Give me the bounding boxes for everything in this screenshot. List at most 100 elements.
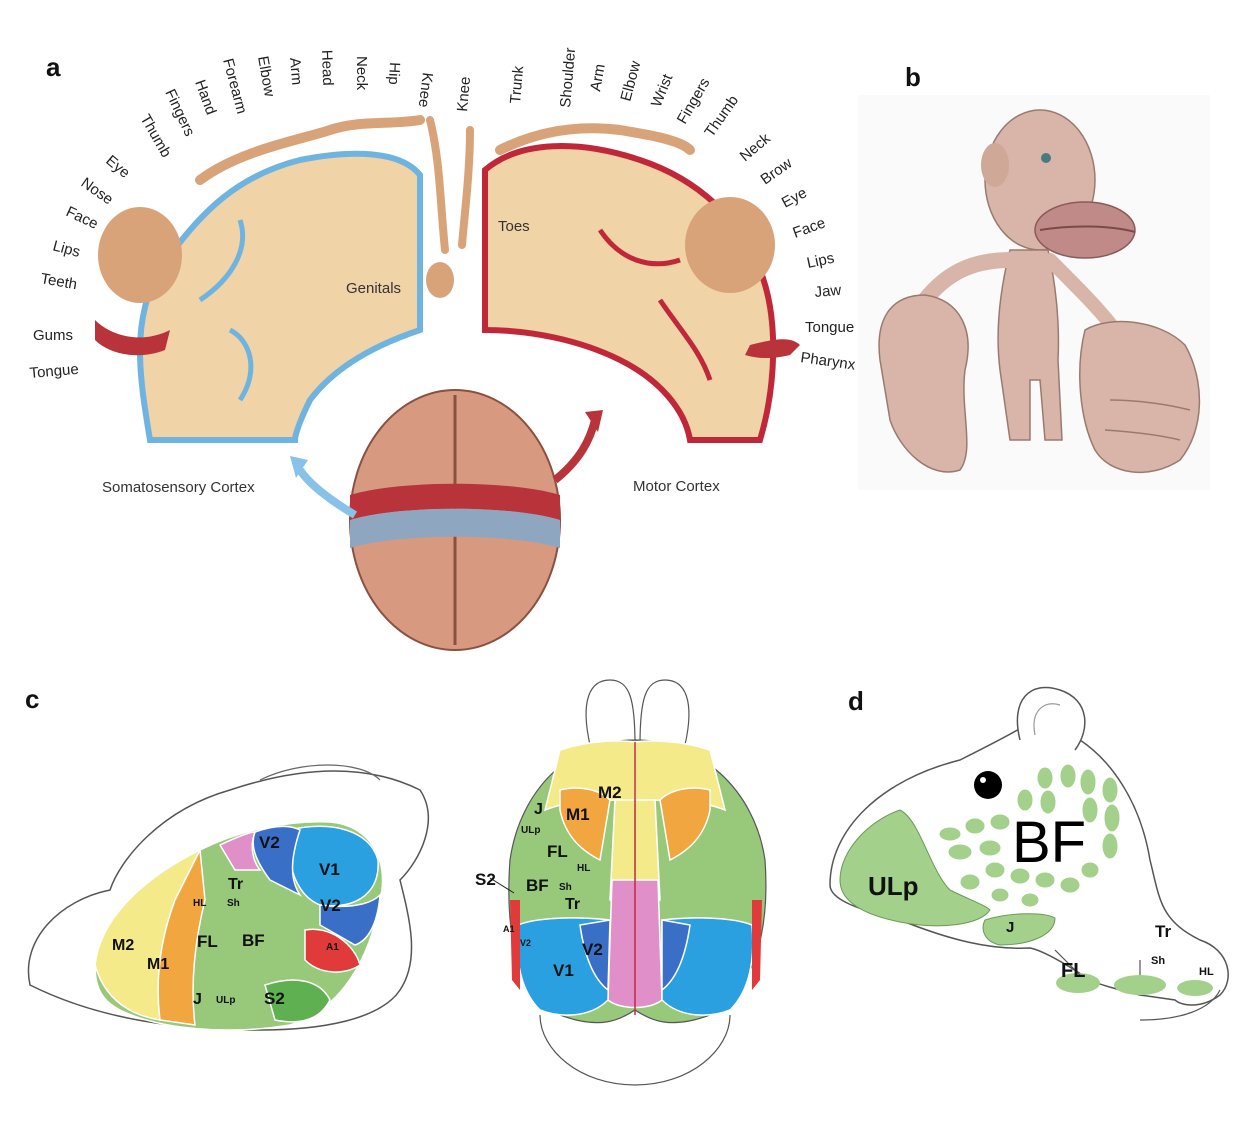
- motor-label: Arm: [587, 63, 609, 93]
- j-label: J: [1006, 919, 1014, 936]
- a1-right: [752, 900, 762, 990]
- genitals-label: Genitals: [346, 280, 401, 297]
- hl-paw: [1177, 980, 1213, 996]
- motor-face-label: Lips: [805, 250, 835, 272]
- sensory-label: Elbow: [254, 55, 278, 98]
- motor-homunculus-leg: [462, 130, 470, 245]
- area-label: M2: [112, 937, 134, 954]
- sensory-homunculus-head: [98, 207, 182, 303]
- sensory-label: Thumb: [137, 112, 175, 161]
- rat-ear: [1017, 687, 1084, 750]
- area-label: S2: [264, 989, 285, 1008]
- somatosensory-cortex-label: Somatosensory Cortex: [102, 479, 255, 496]
- motor-face-label: Face: [791, 214, 828, 241]
- area-label: BF: [526, 876, 549, 895]
- area-label: M1: [147, 956, 169, 973]
- motor-arrow: [555, 420, 595, 480]
- sensory-face-label: Eye: [102, 152, 133, 182]
- panel-c-lateral-brain: V2 V1 V2 Tr HL Sh M2 M1 FL BF A1 J ULp S…: [28, 765, 428, 1030]
- cerebellum-outline: [540, 1015, 730, 1085]
- panel-d-ratunculus: BF ULp J Tr FL Sh HL: [830, 687, 1228, 1020]
- sensory-face-label: Teeth: [39, 270, 78, 293]
- sensory-label: Head: [318, 50, 336, 86]
- sensory-label: Neck: [353, 56, 370, 91]
- motor-cortex-section: [485, 146, 773, 440]
- sensory-label: Forearm: [219, 57, 250, 116]
- motor-label: Trunk: [507, 65, 527, 105]
- sensory-face-label: Lips: [51, 237, 82, 261]
- motor-homunculus-head: [685, 197, 775, 293]
- area-label: A1: [326, 942, 339, 953]
- motor-face-label: Neck: [737, 130, 774, 165]
- homunculus-ear: [981, 143, 1009, 187]
- bf-label: BF: [1012, 810, 1086, 875]
- genital-figure: [426, 262, 454, 298]
- motor-label: Elbow: [617, 59, 644, 103]
- sensory-label: Arm: [286, 57, 305, 86]
- area-label: V2: [320, 896, 341, 915]
- homunculus-body: [998, 250, 1062, 440]
- motor-face-label: Brow: [758, 155, 796, 189]
- area-label: M1: [566, 805, 590, 824]
- motor-label: Shoulder: [557, 47, 579, 108]
- area-label: M2: [598, 783, 622, 802]
- motor-cortex-label: Motor Cortex: [633, 478, 720, 495]
- area-label: Tr: [228, 876, 243, 893]
- area-label: HL: [577, 863, 590, 874]
- panel-c-dorsal-brain: M2 J M1 ULp FL HL S2 BF Sh Tr A1 V2 V1 V…: [475, 680, 766, 1085]
- homunculus-lips: [1035, 202, 1135, 258]
- motor-label: Knee: [454, 76, 474, 112]
- sensory-label: Hand: [191, 78, 219, 118]
- area-label: Sh: [227, 898, 240, 909]
- sensory-arrow: [300, 470, 355, 515]
- sensory-label: Hip: [385, 62, 403, 85]
- area-label: J: [193, 991, 202, 1008]
- motor-label: Fingers: [674, 75, 714, 127]
- ulp-label: ULp: [868, 871, 919, 901]
- area-label: Tr: [565, 896, 580, 913]
- homunculus-eye: [1041, 153, 1051, 163]
- area-label: Sh: [559, 882, 572, 893]
- area-label: S2: [475, 870, 496, 889]
- hl-label: HL: [1199, 966, 1214, 978]
- homunculus-right-hand: [1080, 322, 1200, 473]
- area-label: FL: [547, 842, 568, 861]
- area-label: FL: [197, 932, 218, 951]
- motor-label: Thumb: [701, 92, 742, 140]
- sh-region: [1114, 975, 1166, 995]
- area-label: V1: [553, 961, 574, 980]
- area-label: V1: [319, 860, 340, 879]
- area-label: HL: [193, 898, 206, 909]
- sensory-homunculus-leg: [430, 120, 445, 250]
- a1-left: [510, 900, 520, 990]
- motor-label: Wrist: [648, 71, 677, 110]
- sensory-label: Fingers: [161, 87, 198, 140]
- area-label: ULp: [521, 825, 540, 836]
- area-label: V2: [259, 833, 280, 852]
- olfactory-bulb-right: [640, 680, 689, 745]
- sensory-face-label: Tongue: [29, 361, 80, 382]
- panel-a-homunculus-cortex: Thumb Fingers Hand Forearm Elbow Arm Hea…: [29, 47, 857, 650]
- motor-face-label: Eye: [779, 184, 810, 211]
- area-label: A1: [503, 924, 515, 934]
- panel-b-homunculus-figure: [858, 95, 1210, 490]
- motor-face-label: Pharynx: [799, 349, 856, 374]
- motor-face-label: Tongue: [805, 319, 854, 336]
- sh-label: Sh: [1151, 955, 1165, 967]
- toes-label: Toes: [498, 218, 530, 235]
- olfactory-bulb-left: [586, 680, 635, 745]
- motor-face-label: Jaw: [814, 282, 842, 301]
- sensory-face-label: Gums: [33, 327, 73, 344]
- area-label: BF: [242, 931, 265, 950]
- rat-eye: [974, 771, 1002, 799]
- sensory-face-label: Face: [63, 203, 100, 233]
- fl-label: FL: [1061, 960, 1085, 982]
- area-label: J: [534, 801, 543, 818]
- area-label: V2: [520, 938, 531, 948]
- sensory-label: Knee: [415, 72, 436, 109]
- area-label: ULp: [216, 995, 235, 1006]
- tr-label: Tr: [1155, 922, 1171, 941]
- sensory-face-label: Nose: [78, 174, 116, 208]
- area-label: V2: [582, 940, 603, 959]
